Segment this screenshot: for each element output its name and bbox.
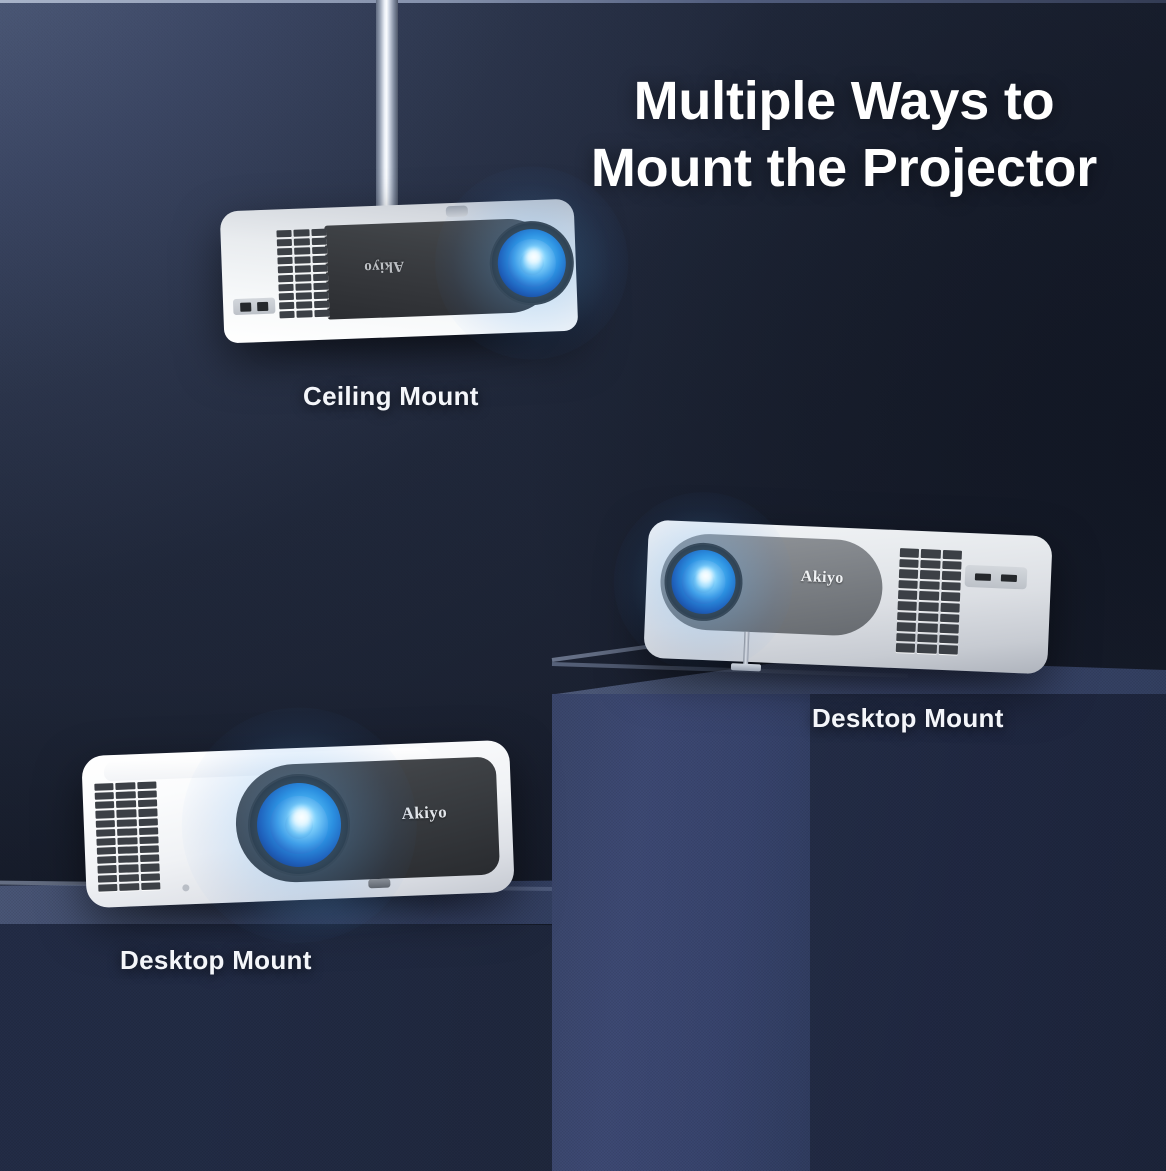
headline-line-2: Mount the Projector [590, 137, 1098, 198]
headline: Multiple Ways to Mount the Projector [556, 68, 1132, 202]
projector-ceiling-brand-logo: Akiyo [363, 257, 405, 276]
label-ceiling-mount: Ceiling Mount [303, 381, 479, 411]
projector-ceiling-ports [232, 297, 276, 316]
projector-desktop-upper-ports [964, 564, 1028, 590]
pedestal-upper-side-face [808, 680, 1166, 1171]
projector-desktop-upper-brand-logo: Akiyo [800, 568, 845, 587]
pedestal-lower-front-face [0, 918, 624, 1171]
projector-desktop-lower-vents [94, 781, 161, 892]
headline-line-1: Multiple Ways to [633, 71, 1055, 131]
pedestal-upper-right [551, 622, 1166, 1171]
projector-desktop-lower: Akiyo [81, 703, 515, 947]
pedestal-upper-front-face [552, 688, 810, 1171]
projector-ceiling-mount-plate [445, 205, 469, 218]
projector-ceiling-vents [276, 228, 330, 319]
projector-desktop-upper-foot-cap [730, 663, 762, 672]
projector-desktop-lower-brand-logo: Akiyo [401, 802, 448, 824]
projector-desktop-lower-foot [368, 878, 391, 889]
top-edge-strip [0, 0, 1166, 3]
projector-desktop-upper: Akiyo [610, 488, 1053, 685]
projector-desktop-upper-vents [895, 548, 963, 655]
label-desktop-mount-upper: Desktop Mount [812, 703, 1004, 733]
projector-ceiling-mount: Akiyo [219, 163, 632, 364]
ceiling-mount-rod [367, 0, 407, 226]
label-desktop-mount-lower: Desktop Mount [120, 945, 312, 975]
